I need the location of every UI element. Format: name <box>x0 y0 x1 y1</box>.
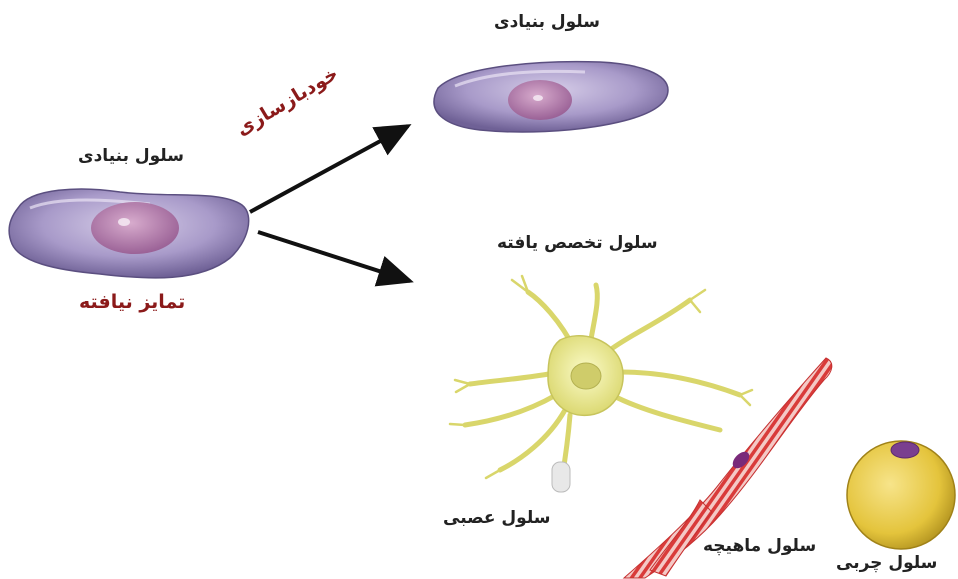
fat-cell-label: سلول چربی <box>836 553 937 573</box>
nerve-cell-label: سلول عصبی <box>443 508 551 528</box>
specialized-cell-label: سلول تخصص یافته <box>497 233 658 253</box>
muscle-cell-label: سلول ماهیچه <box>703 536 816 556</box>
stem-cell-left <box>9 189 249 278</box>
arrow-differentiation <box>258 232 410 281</box>
arrow-self-renewal <box>250 126 408 212</box>
fat-cell <box>847 441 955 549</box>
stem-cell-right-label: سلول بنیادی <box>494 12 600 32</box>
stem-cell-right <box>434 62 668 132</box>
stem-cell-left-label: سلول بنیادی <box>78 146 184 166</box>
nerve-cell <box>450 276 752 492</box>
undifferentiated-label: تمایز نیافته <box>79 291 185 313</box>
